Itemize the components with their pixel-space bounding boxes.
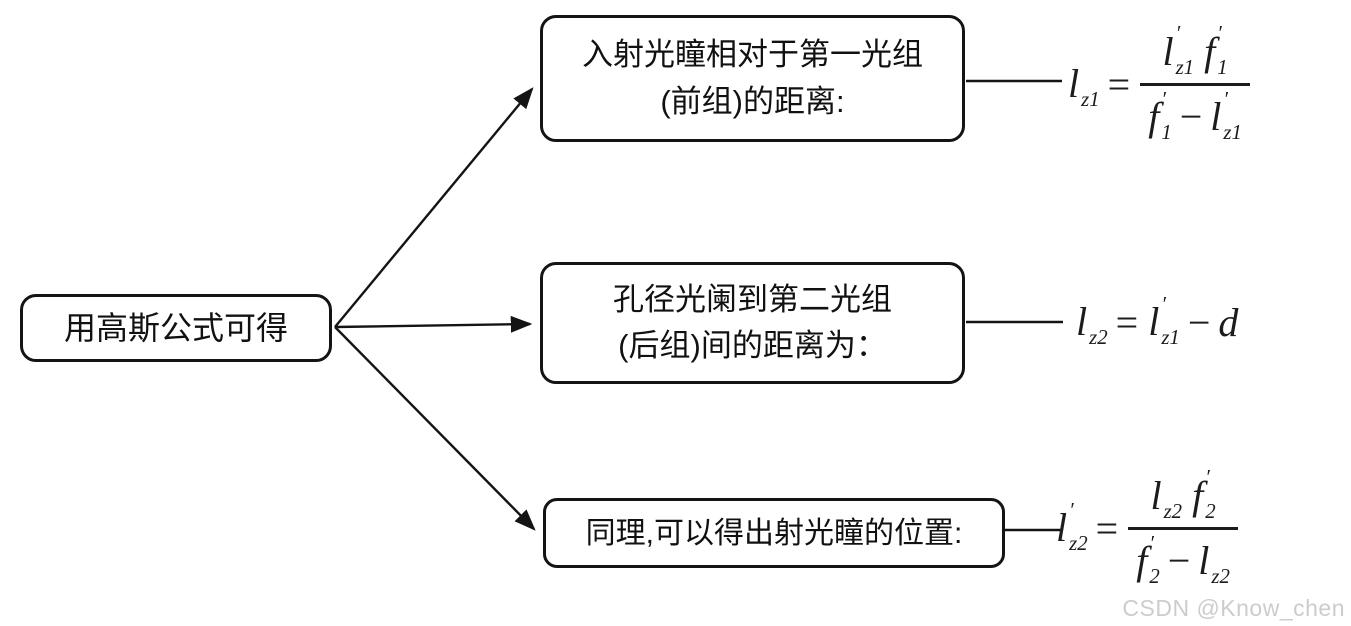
branch-title-line: (后组)间的距离为： — [618, 328, 887, 363]
arrow-to-top-box — [334, 87, 534, 328]
branch-box-aperture-stop: 孔径光阑到第二光组 (后组)间的距离为： — [540, 262, 965, 384]
math-token: l z2 — [1076, 299, 1108, 350]
branch-box-exit-pupil: 同理,可以得出射光瞳的位置: — [543, 498, 1005, 568]
math-token: l ′ z1 — [1162, 22, 1195, 79]
formula-entrance-pupil: l z1 = l ′ z1 f ′ 1 — [1068, 14, 1250, 154]
formula-exit-pupil: l ′ z2 = l z2 f ′ 2 — [1056, 458, 1238, 598]
math-token: l ′ z1 — [1210, 87, 1242, 144]
formula-stop-distance: l z2 = l ′ z1 − d — [1076, 291, 1238, 353]
math-token: f ′ 1 — [1204, 22, 1228, 79]
branch-title-line: 入射光瞳相对于第一光组 — [582, 37, 923, 72]
branch-title-line: 孔径光阑到第二光组 — [613, 281, 892, 317]
math-token: d — [1218, 299, 1239, 345]
math-token: l ′ z2 — [1056, 498, 1088, 556]
fraction: l ′ z1 f ′ 1 f — [1140, 24, 1250, 143]
root-node-gauss-formula: 用高斯公式可得 — [20, 294, 332, 362]
branch-title-line: 同理,可以得出射光瞳的位置: — [585, 516, 963, 550]
math-token: f ′ 1 — [1148, 87, 1172, 144]
root-node-label: 用高斯公式可得 — [63, 310, 288, 346]
equals-sign: = — [1115, 299, 1139, 345]
math-token: l z1 — [1068, 61, 1100, 112]
minus-sign: − — [1187, 299, 1211, 345]
minus-sign: − — [1179, 94, 1203, 140]
math-token: l z2 — [1198, 538, 1230, 588]
branch-box-entrance-pupil: 入射光瞳相对于第一光组 (前组)的距离: — [540, 15, 965, 142]
equals-sign: = — [1095, 505, 1119, 551]
math-token: f ′ 2 — [1136, 531, 1160, 588]
math-token: l z2 — [1150, 472, 1183, 523]
watermark: CSDN @Know_chen — [1122, 595, 1345, 621]
math-token: l ′ z1 — [1148, 292, 1180, 350]
equals-sign: = — [1107, 61, 1131, 107]
arrow-to-mid-box — [334, 315, 533, 333]
fraction: l z2 f ′ 2 f ′ — [1128, 468, 1238, 587]
math-token: f ′ 2 — [1192, 466, 1216, 523]
branch-title-line: (前组)的距离: — [660, 83, 845, 119]
arrow-to-bottom-box — [334, 326, 536, 531]
minus-sign: − — [1167, 538, 1191, 584]
